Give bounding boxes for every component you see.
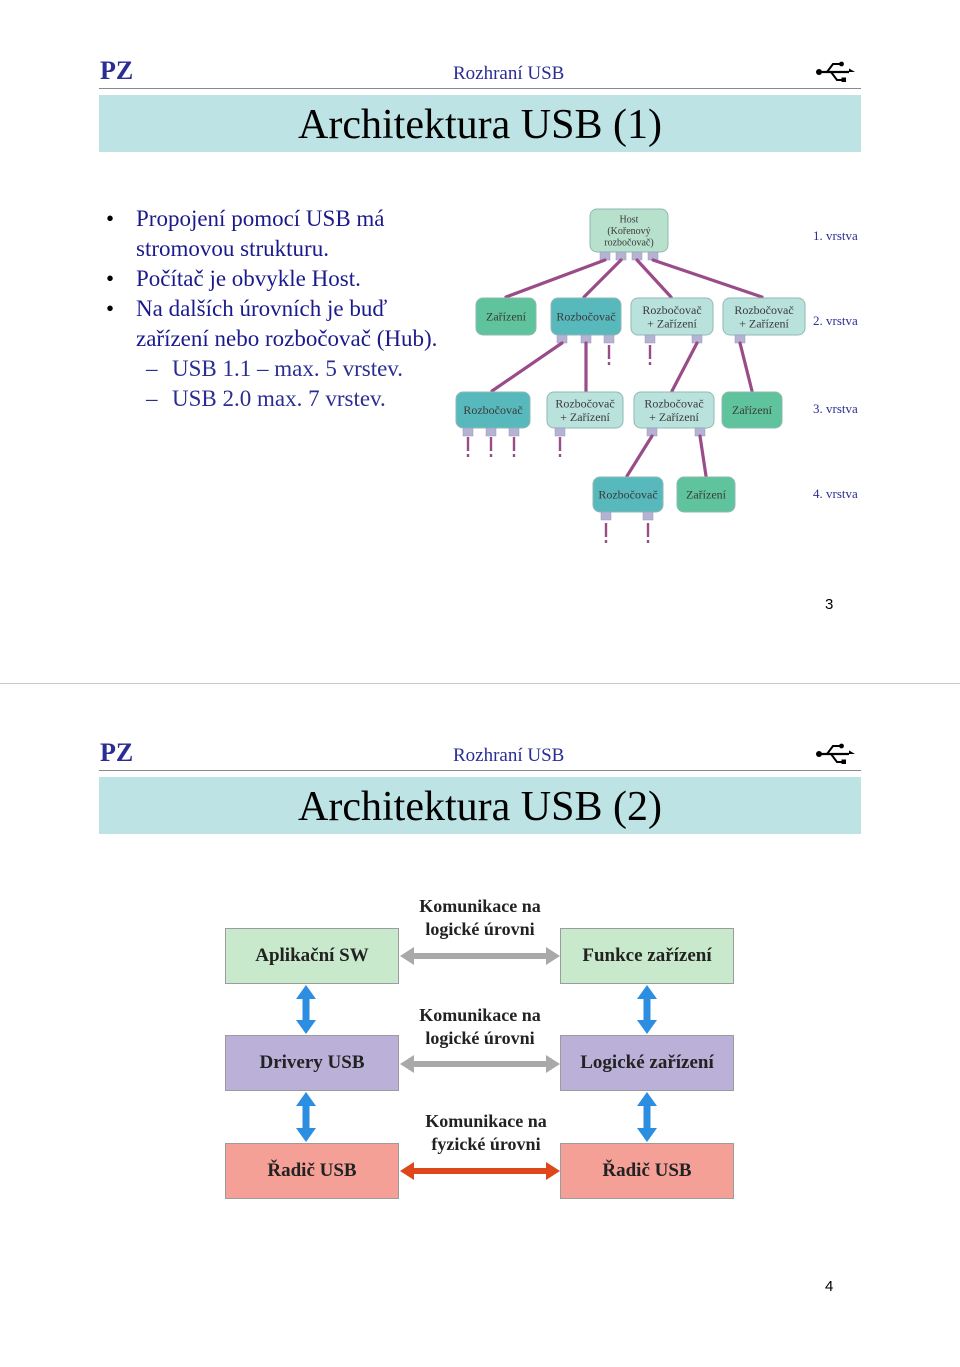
host-node-label: rozbočovač) (604, 238, 653, 249)
hub-device-node-l2 (722, 297, 806, 336)
hub-node-l3-label: Rozbočovač (463, 403, 522, 417)
layer-label: 1. vrstva (813, 228, 858, 243)
hub-node-l4-label: Rozbočovač (598, 488, 657, 502)
hub-device-node-l3 (633, 391, 715, 429)
comm-label-line: Komunikace na (419, 896, 541, 916)
hub-device-node-l2-label: Rozbočovač (734, 303, 793, 317)
layer-box-device-function: Funkce zařízení (560, 928, 734, 984)
bullet-list: •Propojení pomocí USB má stromovou struk… (106, 204, 451, 414)
slide-1: PZ Rozhraní USB Architektura USB (1) •Pr… (0, 0, 960, 683)
hub-port (600, 511, 612, 521)
tree-edge (490, 341, 564, 393)
header-rule (99, 88, 861, 89)
hub-device-node-l3-label: Rozbočovač (644, 396, 703, 410)
page-divider (0, 683, 960, 684)
stack-arrows (296, 947, 657, 1180)
device-node-l2-label: Zařízení (486, 310, 527, 324)
bullet-item: •Počítač je obvykle Host. (106, 266, 361, 291)
layer-box-usb-controller-device: Řadič USB (560, 1143, 734, 1199)
hub-device-node-l3 (546, 391, 624, 429)
comm-label-physical: Komunikace na fyzické úrovni (406, 1110, 566, 1156)
vertical-interface-arrow (296, 1092, 316, 1142)
vertical-interface-arrow (296, 985, 316, 1034)
hub-port (554, 427, 566, 437)
hub-device-node-l3-label: + Zařízení (560, 410, 610, 424)
hub-device-node-l2-label: + Zařízení (647, 316, 697, 330)
vertical-interface-arrow (637, 1092, 657, 1142)
usb-icon (816, 61, 855, 82)
hub-port (485, 427, 497, 437)
title-band (99, 777, 861, 834)
hub-port (603, 334, 615, 344)
slide-topic: Rozhraní USB (453, 63, 565, 84)
comm-label-line: logické úrovni (425, 919, 535, 939)
comm-label-line: Komunikace na (425, 1111, 547, 1131)
sub-bullet-item: –USB 2.0 max. 7 vrstev. (146, 386, 386, 411)
comm-label-logical-2: Komunikace na logické úrovni (400, 1004, 560, 1050)
physical-communication-arrow (400, 1162, 560, 1180)
layer-box-usb-controller-host: Řadič USB (225, 1143, 399, 1199)
device-node-l2 (475, 297, 537, 336)
hub-node-l4 (592, 476, 664, 513)
hub-device-node-l2-label: Rozbočovač (642, 303, 701, 317)
brand-logo: PZ (100, 56, 134, 85)
device-node-l3 (721, 391, 783, 429)
hub-port (644, 334, 656, 344)
tree-edge (651, 258, 764, 299)
hub-node-l2-label: Rozbočovač (556, 310, 615, 324)
page-number: 3 (825, 596, 834, 613)
hub-device-node-l3-label: Rozbočovač (555, 396, 614, 410)
layer-label: 2. vrstva (813, 313, 858, 328)
logical-communication-arrow (400, 947, 560, 965)
tree-edge (582, 258, 623, 299)
hub-port (642, 511, 654, 521)
hub-device-node-l2 (630, 297, 714, 336)
tree-edge (670, 341, 699, 393)
host-node-label: Host (620, 215, 639, 226)
bullet-item: •Propojení pomocí USB má stromovou struk… (106, 206, 385, 261)
layer-box-application-sw: Aplikační SW (225, 928, 399, 984)
layer-box-usb-drivers: Drivery USB (225, 1035, 399, 1091)
device-node-l3-label: Zařízení (732, 403, 773, 417)
page-number: 4 (825, 1278, 834, 1295)
comm-label-line: Komunikace na (419, 1005, 541, 1025)
slide-topic: Rozhraní USB (453, 745, 565, 766)
hub-port (462, 427, 474, 437)
slide-2: PZ Rozhraní USB Architektura USB (2) Apl… (0, 684, 960, 1367)
host-node-label: (Kořenový (607, 226, 650, 237)
comm-label-line: fyzické úrovni (431, 1134, 541, 1154)
sub-bullet-item: –USB 1.1 – max. 5 vrstev. (146, 356, 404, 381)
brand-logo: PZ (100, 738, 134, 767)
tree-edge (625, 434, 654, 478)
device-node-l4 (676, 476, 736, 513)
comm-label-line: logické úrovni (425, 1028, 535, 1048)
bullet-item: •Na dalších úrovních je buď zařízení neb… (106, 296, 438, 351)
header-rule (99, 770, 861, 771)
comm-label-logical-1: Komunikace na logické úrovni (400, 895, 560, 941)
logical-communication-arrow (400, 1055, 560, 1073)
title-band (99, 95, 861, 152)
usb-icon (816, 743, 855, 764)
tree-edge (738, 341, 754, 393)
slide-title: Architektura USB (2) (298, 784, 662, 830)
layer-box-logical-device: Logické zařízení (560, 1035, 734, 1091)
vertical-interface-arrow (637, 985, 657, 1034)
hub-device-node-l2-label: + Zařízení (739, 316, 789, 330)
slide-title: Architektura USB (1) (298, 102, 662, 148)
layer-label: 4. vrstva (813, 486, 858, 501)
tree-edge (635, 258, 673, 299)
layer-label: 3. vrstva (813, 401, 858, 416)
device-node-l4-label: Zařízení (686, 488, 727, 502)
hub-device-node-l3-label: + Zařízení (649, 410, 699, 424)
tree-edge (698, 434, 708, 478)
hub-port (508, 427, 520, 437)
tree-edge (504, 258, 607, 299)
host-node (589, 208, 669, 253)
